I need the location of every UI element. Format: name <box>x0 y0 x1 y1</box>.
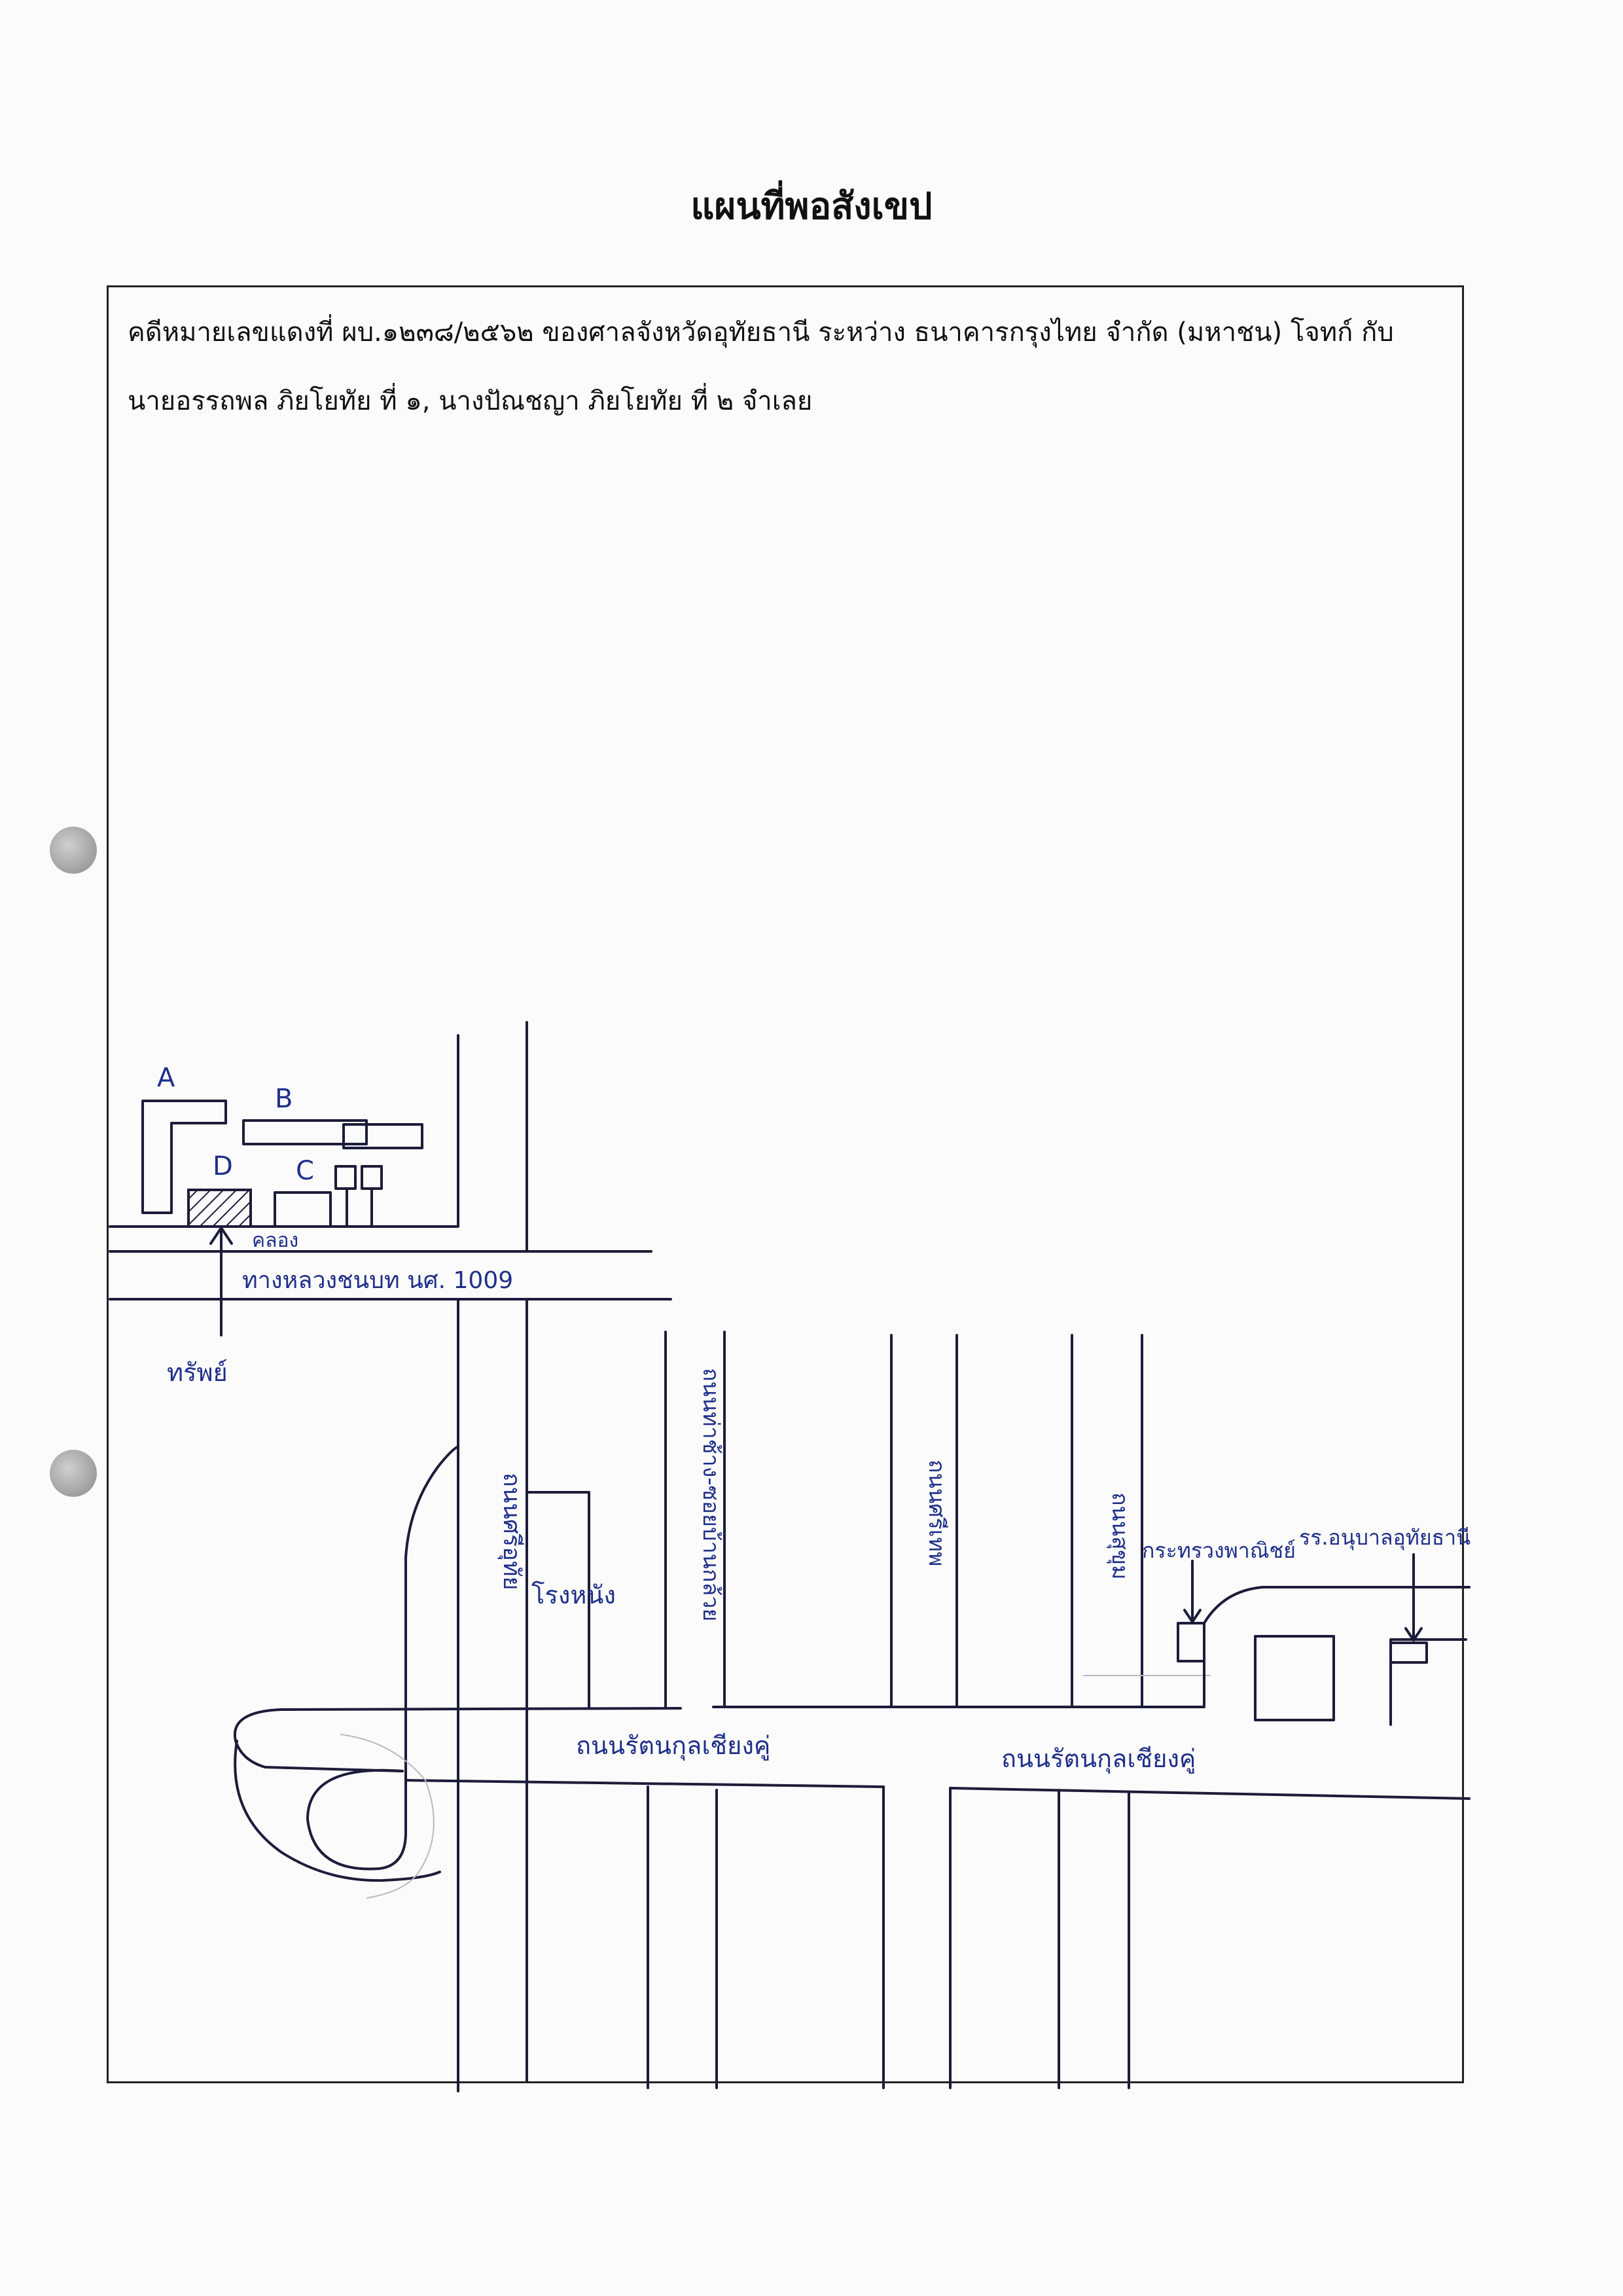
case-description-line-1: คดีหมายเลขแดงที่ ผบ.๑๒๓๘/๒๕๖๒ ของศาลจังห… <box>128 317 1394 348</box>
building-d-property <box>187 1189 252 1228</box>
cinema-building <box>526 1491 590 1708</box>
road-far-right-vertical-label: ถนนสุขุม <box>1107 1492 1133 1579</box>
ministry-building <box>1177 1622 1205 1662</box>
punch-hole-bottom <box>50 1450 97 1497</box>
right-side-road <box>1203 1586 1471 1706</box>
punch-hole-top <box>50 827 97 874</box>
main-road-right-label: ถนนรัตนกุลเชียงคู่ <box>1001 1744 1196 1774</box>
cinema-label: โรงหนัง <box>531 1581 616 1609</box>
label-a: A <box>157 1063 175 1093</box>
case-description-line-2: นายอรรถพล ภิยโยทัย ที่ ๑, นางปัณชญา ภิยโ… <box>128 386 813 416</box>
map-frame <box>107 285 1464 2083</box>
road-right-vertical-label: ถนนศรีเทพ <box>923 1460 950 1566</box>
ministry-label: กระทรวงพาณิชย์ <box>1142 1538 1296 1563</box>
u-turn-loop <box>306 1707 407 1871</box>
school-label: รร.อนุบาลอุทัยธานี <box>1299 1525 1471 1551</box>
road-mid-vertical-label: ถนนท่าช้าง-ซอยบ้านกล้วย <box>698 1368 724 1621</box>
main-road-left-label: ถนนรัตนกุลเชียงคู่ <box>576 1731 770 1761</box>
page-title: แผนที่พอสังเขป <box>690 185 933 228</box>
label-c: C <box>296 1156 314 1186</box>
small-structure-2 <box>361 1165 383 1190</box>
building-right-of-b <box>342 1123 423 1149</box>
building-a <box>141 1100 227 1214</box>
highway-label: ทางหลวงชนบท นศ. 1009 <box>242 1267 513 1294</box>
label-d: D <box>213 1151 233 1181</box>
central-building <box>1254 1635 1335 1721</box>
main-road-north-edge <box>233 1707 682 1772</box>
building-c <box>274 1191 332 1228</box>
canal-label: คลอง <box>252 1229 298 1252</box>
small-structure-1 <box>334 1165 357 1190</box>
road-left-vertical-label: ถนนศรีอุทัย <box>497 1473 525 1590</box>
school-building <box>1389 1638 1467 1726</box>
building-b <box>242 1119 368 1145</box>
property-label: ทรัพย์ <box>167 1358 228 1387</box>
label-b: B <box>275 1084 293 1114</box>
